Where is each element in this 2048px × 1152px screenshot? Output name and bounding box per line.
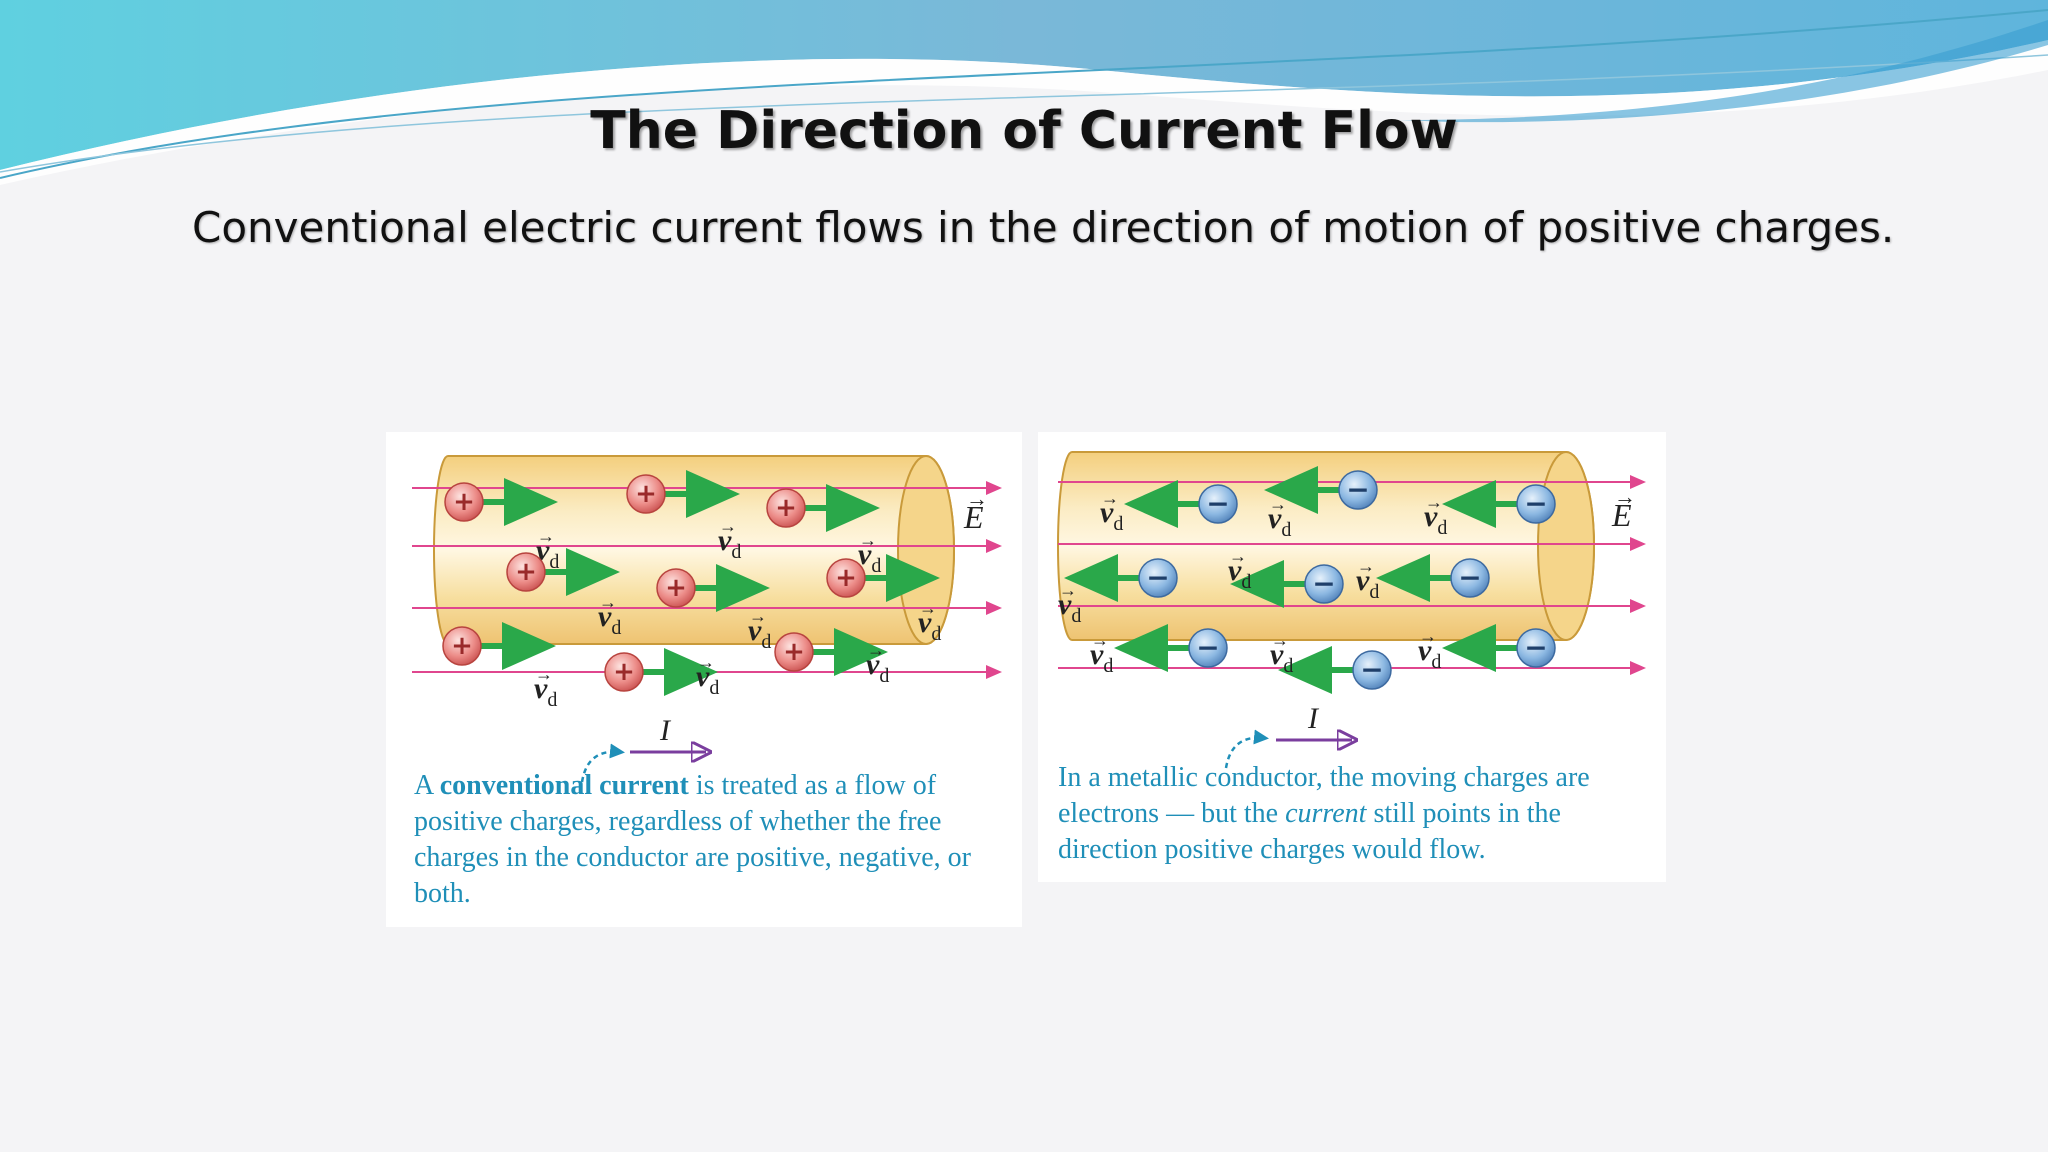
conductor-cylinder (433, 455, 955, 645)
conventional-current-diagram: E → +vd→+vd→+vd→+vd→+vd→+vd→+vd→+vd→+vd→… (386, 432, 1022, 927)
vector-arrow-icon: → (1269, 494, 1287, 514)
positive-charge (444, 482, 484, 522)
plus-sign-icon: + (451, 631, 473, 661)
header-wave-decoration (0, 0, 2048, 185)
vector-arrow-icon: → (749, 606, 767, 626)
plus-sign-icon: + (783, 637, 805, 667)
metallic-conductor-diagram: E → −vd→−vd→−vd→−vd→−vd→−vd→−vd→−vd→−vd→… (1038, 432, 1666, 882)
negative-charge (1304, 564, 1344, 604)
field-label: E (963, 499, 984, 535)
vector-arrow-icon: → (1091, 630, 1109, 650)
minus-sign-icon: − (1524, 487, 1547, 520)
vector-arrow-icon: → (1229, 546, 1247, 566)
minus-sign-icon: − (1458, 561, 1481, 594)
conventional-current-caption: A conventional current is treated as a f… (414, 770, 971, 909)
curved-pointer-icon (1224, 729, 1269, 769)
vector-arrow-icon: → (1271, 630, 1289, 650)
vector-arrow-icon: → (1419, 626, 1437, 646)
vector-arrow-icon: → (535, 664, 553, 684)
negative-charge (1338, 470, 1378, 510)
vector-arrow-icon: → (1614, 484, 1636, 509)
plus-sign-icon: + (775, 493, 797, 523)
positive-charge (442, 626, 482, 666)
slide-title: The Direction of Current Flow (590, 101, 1458, 161)
negative-charge (1138, 558, 1178, 598)
plus-sign-icon: + (635, 479, 657, 509)
slide-subtitle: Conventional electric current flows in t… (192, 203, 1895, 252)
negative-charge (1188, 628, 1228, 668)
minus-sign-icon: − (1206, 487, 1229, 520)
vector-arrow-icon: → (919, 598, 937, 618)
plus-sign-icon: + (835, 563, 857, 593)
vector-arrow-icon: → (859, 530, 877, 550)
negative-charge (1352, 650, 1392, 690)
positive-charge (506, 552, 546, 592)
positive-charge (766, 488, 806, 528)
minus-sign-icon: − (1524, 631, 1547, 664)
negative-charge (1450, 558, 1490, 598)
current-label: I (659, 714, 672, 747)
minus-sign-icon: − (1360, 653, 1383, 686)
vector-arrow-icon: → (1059, 580, 1077, 600)
vector-arrow-icon: → (966, 486, 988, 511)
positive-charge (826, 558, 866, 598)
minus-sign-icon: − (1196, 631, 1219, 664)
negative-charge (1516, 484, 1556, 524)
positive-charge (656, 568, 696, 608)
curved-pointer-icon (580, 743, 625, 783)
vector-arrow-icon: → (1101, 488, 1119, 508)
plus-sign-icon: + (665, 573, 687, 603)
vector-arrow-icon: → (1425, 492, 1443, 512)
current-label: I (1307, 702, 1320, 735)
positive-charge (774, 632, 814, 672)
negative-charge (1516, 628, 1556, 668)
positive-charge (626, 474, 666, 514)
negative-charge (1198, 484, 1238, 524)
plus-sign-icon: + (453, 487, 475, 517)
field-label: E (1611, 497, 1632, 533)
positive-charge (604, 652, 644, 692)
vector-arrow-icon: → (867, 640, 885, 660)
vector-arrow-icon: → (537, 526, 555, 546)
vector-arrow-icon: → (719, 516, 737, 536)
vector-arrow-icon: → (599, 592, 617, 612)
conductor-cylinder (1057, 451, 1595, 641)
metallic-conductor-caption: In a metallic conductor, the moving char… (1058, 762, 1590, 865)
plus-sign-icon: + (613, 657, 635, 687)
vector-arrow-icon: → (697, 652, 715, 672)
minus-sign-icon: − (1312, 567, 1335, 600)
plus-sign-icon: + (515, 557, 537, 587)
minus-sign-icon: − (1346, 473, 1369, 506)
vector-arrow-icon: → (1357, 556, 1375, 576)
minus-sign-icon: − (1146, 561, 1169, 594)
